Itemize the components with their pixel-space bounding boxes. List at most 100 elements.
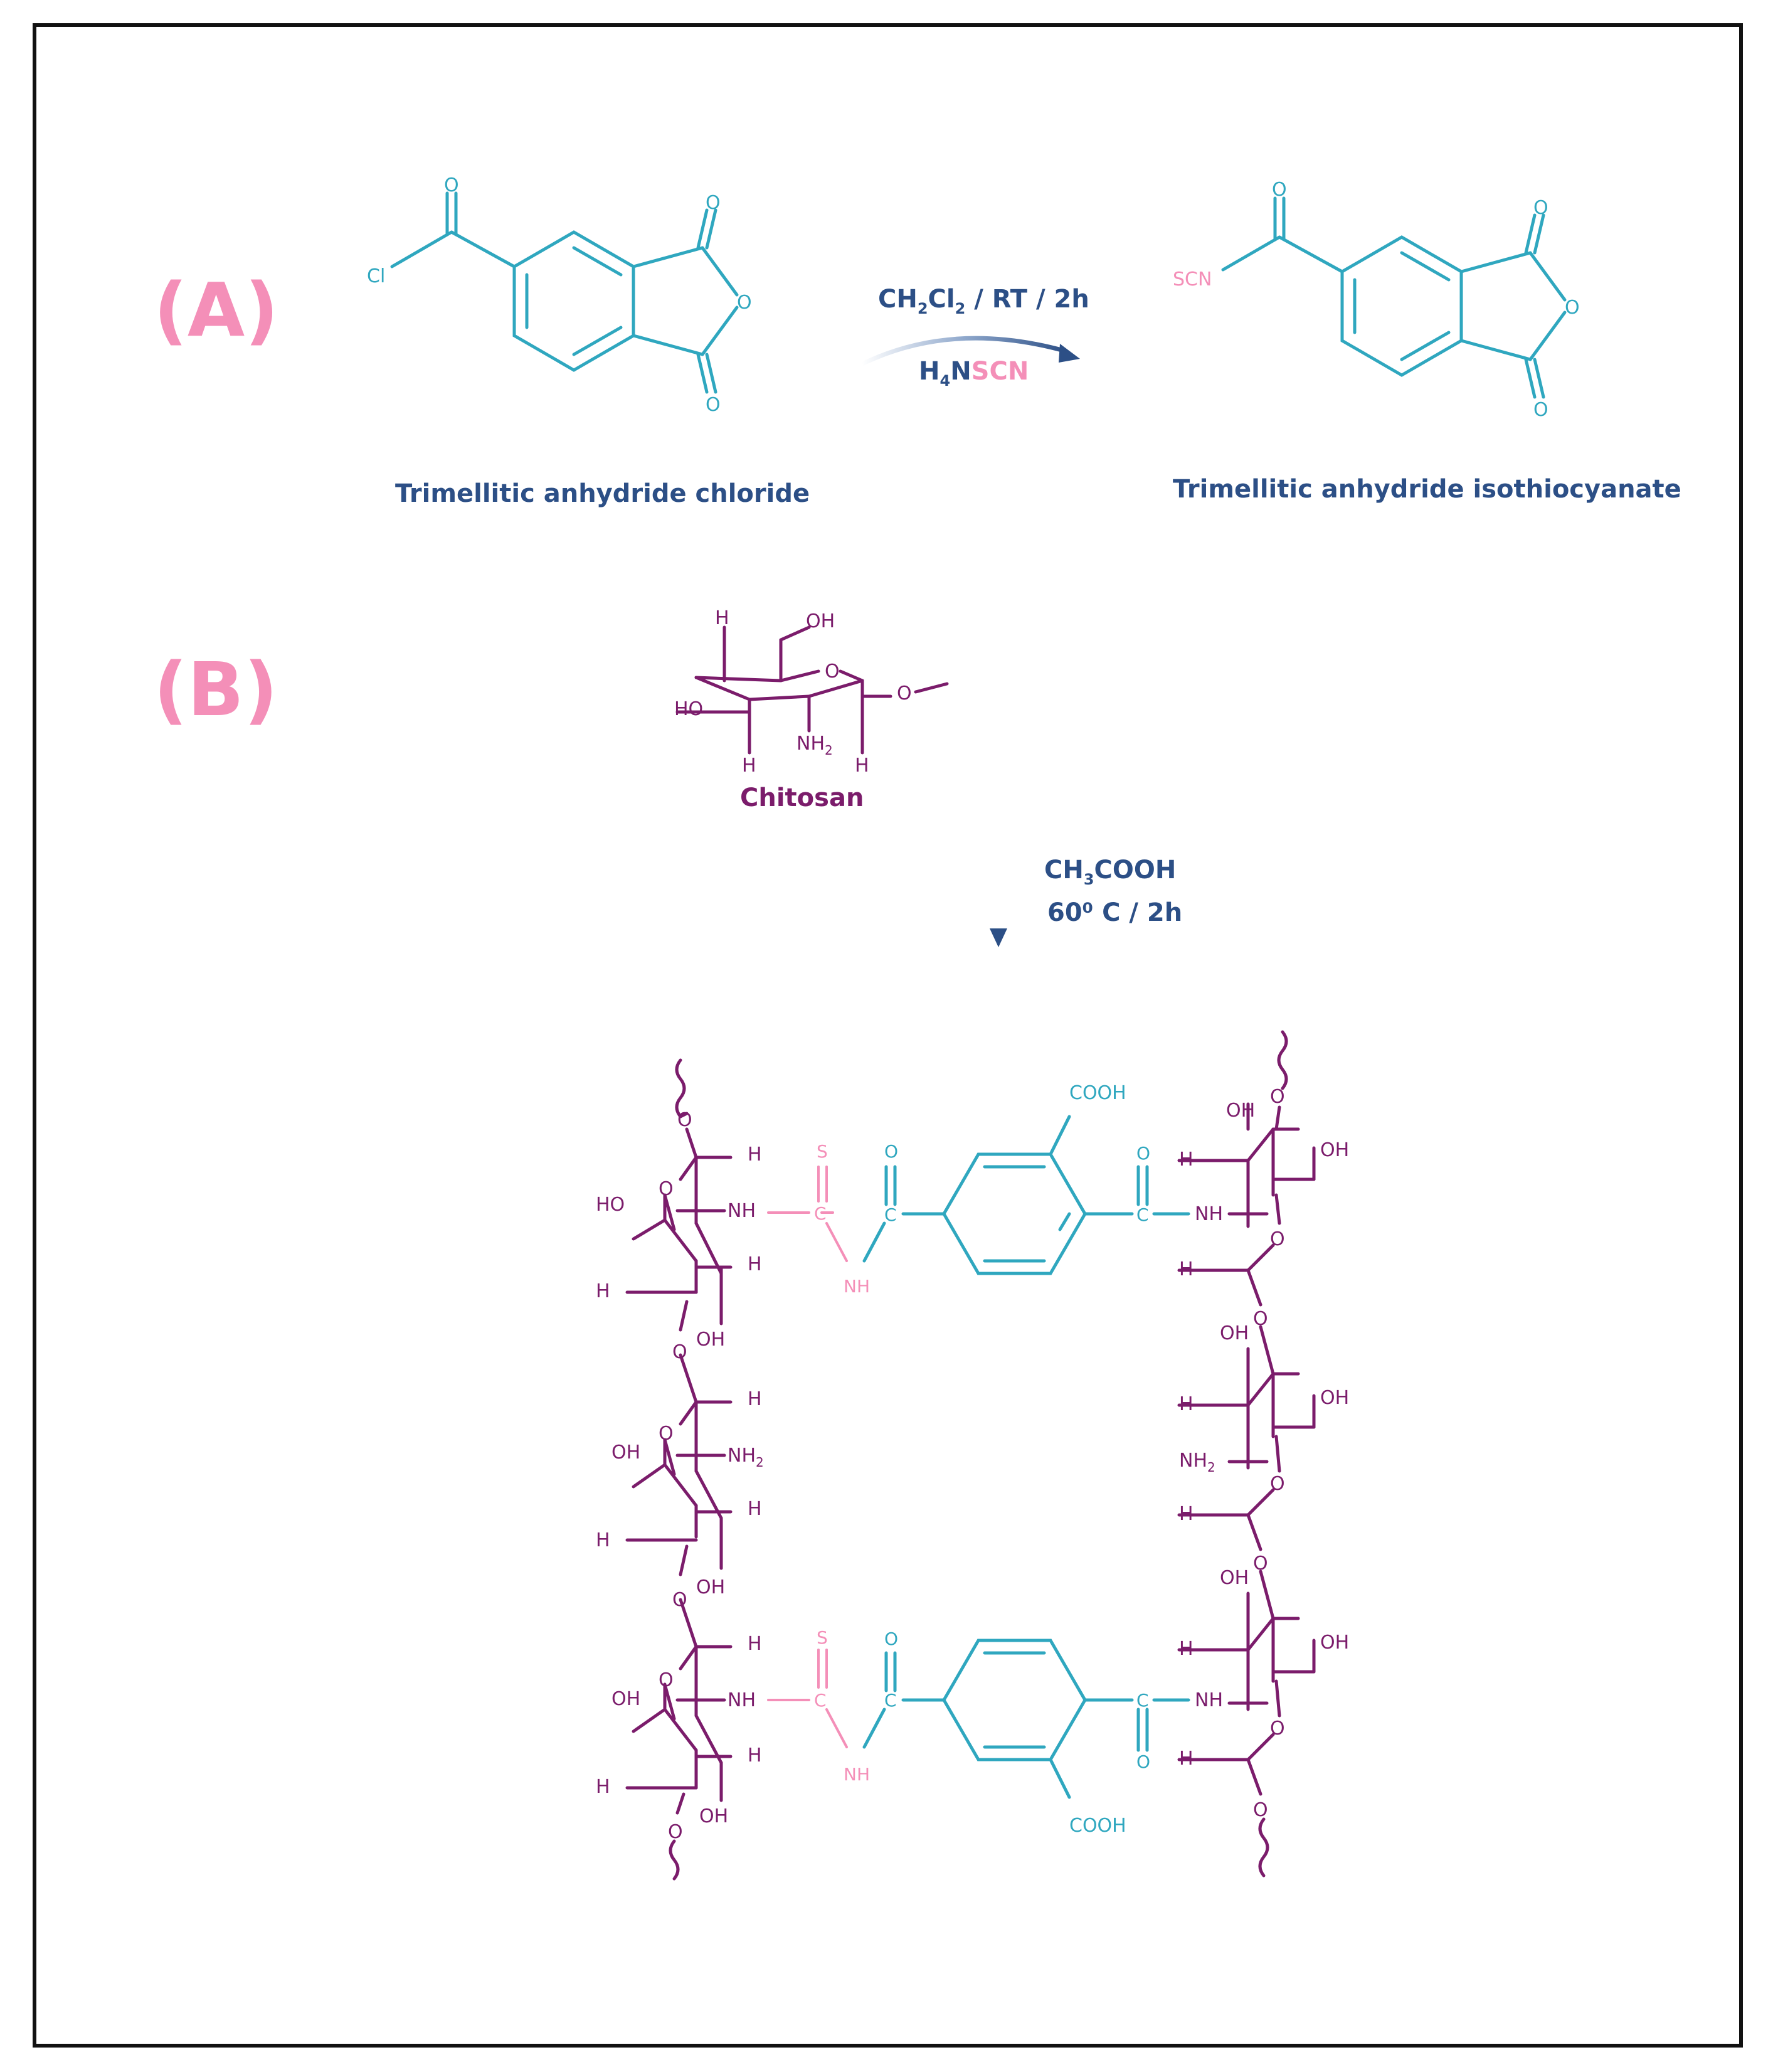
cooh-group: COOH bbox=[1069, 1815, 1126, 1837]
atom-o: O bbox=[1270, 1718, 1285, 1740]
atom-oh: OH bbox=[696, 1329, 725, 1351]
atom-o: O bbox=[1533, 399, 1548, 421]
arrow-head-a bbox=[1059, 344, 1080, 363]
left-chitosan-chain bbox=[625, 1058, 733, 1881]
chitosan-monomer-structure bbox=[675, 625, 949, 755]
atom-h: H bbox=[1179, 1503, 1193, 1525]
atom-nh: NH bbox=[844, 1764, 870, 1785]
atom-oh: OH bbox=[696, 1576, 725, 1598]
atom-s: S bbox=[817, 1141, 828, 1162]
chitosan-name: Chitosan bbox=[740, 784, 864, 812]
atom-o: O bbox=[1136, 1143, 1150, 1164]
atom-c: C bbox=[814, 1203, 827, 1224]
atom-cl: Cl bbox=[367, 265, 385, 287]
panel-b-label: (B) bbox=[154, 646, 278, 733]
thiourea-linker-top bbox=[767, 1166, 848, 1262]
product-a-name: Trimellitic anhydride isothiocyanate bbox=[1173, 475, 1681, 504]
atom-c: C bbox=[884, 1204, 897, 1225]
atom-h: H bbox=[748, 1745, 762, 1767]
atom-h: H bbox=[1179, 1149, 1193, 1171]
atom-o: O bbox=[884, 1141, 898, 1162]
atom-nh: NH bbox=[844, 1276, 870, 1297]
atom-s: S bbox=[817, 1627, 828, 1648]
atom-o: O bbox=[672, 1341, 687, 1363]
atom-o: O bbox=[825, 661, 840, 683]
atom-c: C bbox=[1136, 1204, 1149, 1225]
atom-oh: OH bbox=[611, 1442, 640, 1464]
atom-nh2: NH2 bbox=[1179, 1450, 1215, 1475]
atom-o: O bbox=[1253, 1553, 1268, 1575]
atom-o: O bbox=[1270, 1473, 1285, 1495]
atom-oh: OH bbox=[611, 1688, 640, 1710]
atom-h: H bbox=[596, 1776, 610, 1798]
atom-o: O bbox=[659, 1178, 674, 1200]
atom-h: H bbox=[1179, 1393, 1193, 1415]
atom-h: H bbox=[855, 755, 869, 777]
atom-oh: OH bbox=[1220, 1322, 1249, 1344]
atom-nh2: NH2 bbox=[797, 733, 833, 758]
atom-h: H bbox=[1179, 1748, 1193, 1770]
atom-nh: NH bbox=[728, 1200, 756, 1222]
atom-oh: OH bbox=[1320, 1387, 1349, 1409]
trimellitic-core-top bbox=[862, 1115, 1190, 1275]
atom-oh: OH bbox=[1220, 1567, 1249, 1589]
atom-nh: NH bbox=[1195, 1203, 1223, 1225]
trimellitic-anhydride-isothiocyanate-structure bbox=[1221, 196, 1567, 399]
atom-c: C bbox=[814, 1690, 827, 1711]
atom-o: O bbox=[1253, 1799, 1268, 1821]
atom-h: H bbox=[1179, 1258, 1193, 1280]
atom-oh: OH bbox=[1320, 1632, 1349, 1654]
atom-h: H bbox=[748, 1498, 762, 1520]
reaction-arrow-a bbox=[861, 336, 1067, 366]
conditions-top-a: CH2Cl2 / RT / 2h bbox=[878, 285, 1089, 317]
atom-o: O bbox=[659, 1669, 674, 1691]
conditions-line1-b: CH3COOH bbox=[1044, 856, 1176, 888]
atom-c: C bbox=[1136, 1690, 1149, 1711]
right-chitosan-chain bbox=[1177, 1030, 1316, 1878]
atom-o: O bbox=[672, 1589, 687, 1611]
atom-o: O bbox=[706, 192, 721, 214]
atom-o: O bbox=[659, 1423, 674, 1445]
atom-o: O bbox=[884, 1628, 898, 1649]
conditions-line2-b: 60⁰ C / 2h bbox=[1047, 898, 1182, 927]
atom-scn: SCN bbox=[1173, 268, 1212, 290]
atom-h: H bbox=[748, 1144, 762, 1166]
atom-nh: NH bbox=[1195, 1689, 1223, 1711]
atom-o: O bbox=[444, 174, 459, 196]
thiourea-linker-bottom bbox=[767, 1649, 848, 1748]
trimellitic-anhydride-chloride-structure bbox=[390, 191, 739, 394]
atom-h: H bbox=[748, 1388, 762, 1410]
atom-oh: OH bbox=[806, 610, 835, 632]
atom-oh: OH bbox=[1226, 1100, 1255, 1122]
atom-o: O bbox=[1270, 1228, 1285, 1250]
atom-h: H bbox=[1179, 1638, 1193, 1660]
atom-ho: HO bbox=[596, 1194, 625, 1216]
atom-h: H bbox=[748, 1633, 762, 1655]
atom-o: O bbox=[1565, 297, 1580, 319]
atom-h: H bbox=[742, 755, 756, 777]
panel-a-label: (A) bbox=[154, 267, 278, 353]
atom-o: O bbox=[1272, 179, 1287, 201]
atom-oh: OH bbox=[699, 1805, 728, 1827]
reactant-a-name: Trimellitic anhydride chloride bbox=[395, 479, 810, 508]
atom-ho: HO bbox=[674, 698, 703, 720]
figure-frame bbox=[33, 23, 1743, 2048]
atom-h: H bbox=[715, 607, 729, 629]
atom-h: H bbox=[596, 1529, 610, 1551]
atom-o: O bbox=[1270, 1086, 1285, 1108]
atom-o: O bbox=[668, 1821, 683, 1843]
cooh-group: COOH bbox=[1069, 1082, 1126, 1104]
atom-nh: NH bbox=[728, 1689, 756, 1711]
atom-o: O bbox=[706, 394, 721, 416]
atom-nh2: NH2 bbox=[728, 1445, 764, 1470]
trimellitic-core-bottom bbox=[862, 1639, 1190, 1799]
conditions-bottom-a: H4NSCN bbox=[919, 357, 1029, 390]
atom-o: O bbox=[677, 1109, 692, 1131]
atom-o: O bbox=[1253, 1308, 1268, 1330]
atom-h: H bbox=[748, 1253, 762, 1275]
atom-o: O bbox=[737, 292, 752, 314]
atom-c: C bbox=[884, 1690, 897, 1711]
atom-h: H bbox=[596, 1280, 610, 1302]
atom-oh: OH bbox=[1320, 1139, 1349, 1161]
